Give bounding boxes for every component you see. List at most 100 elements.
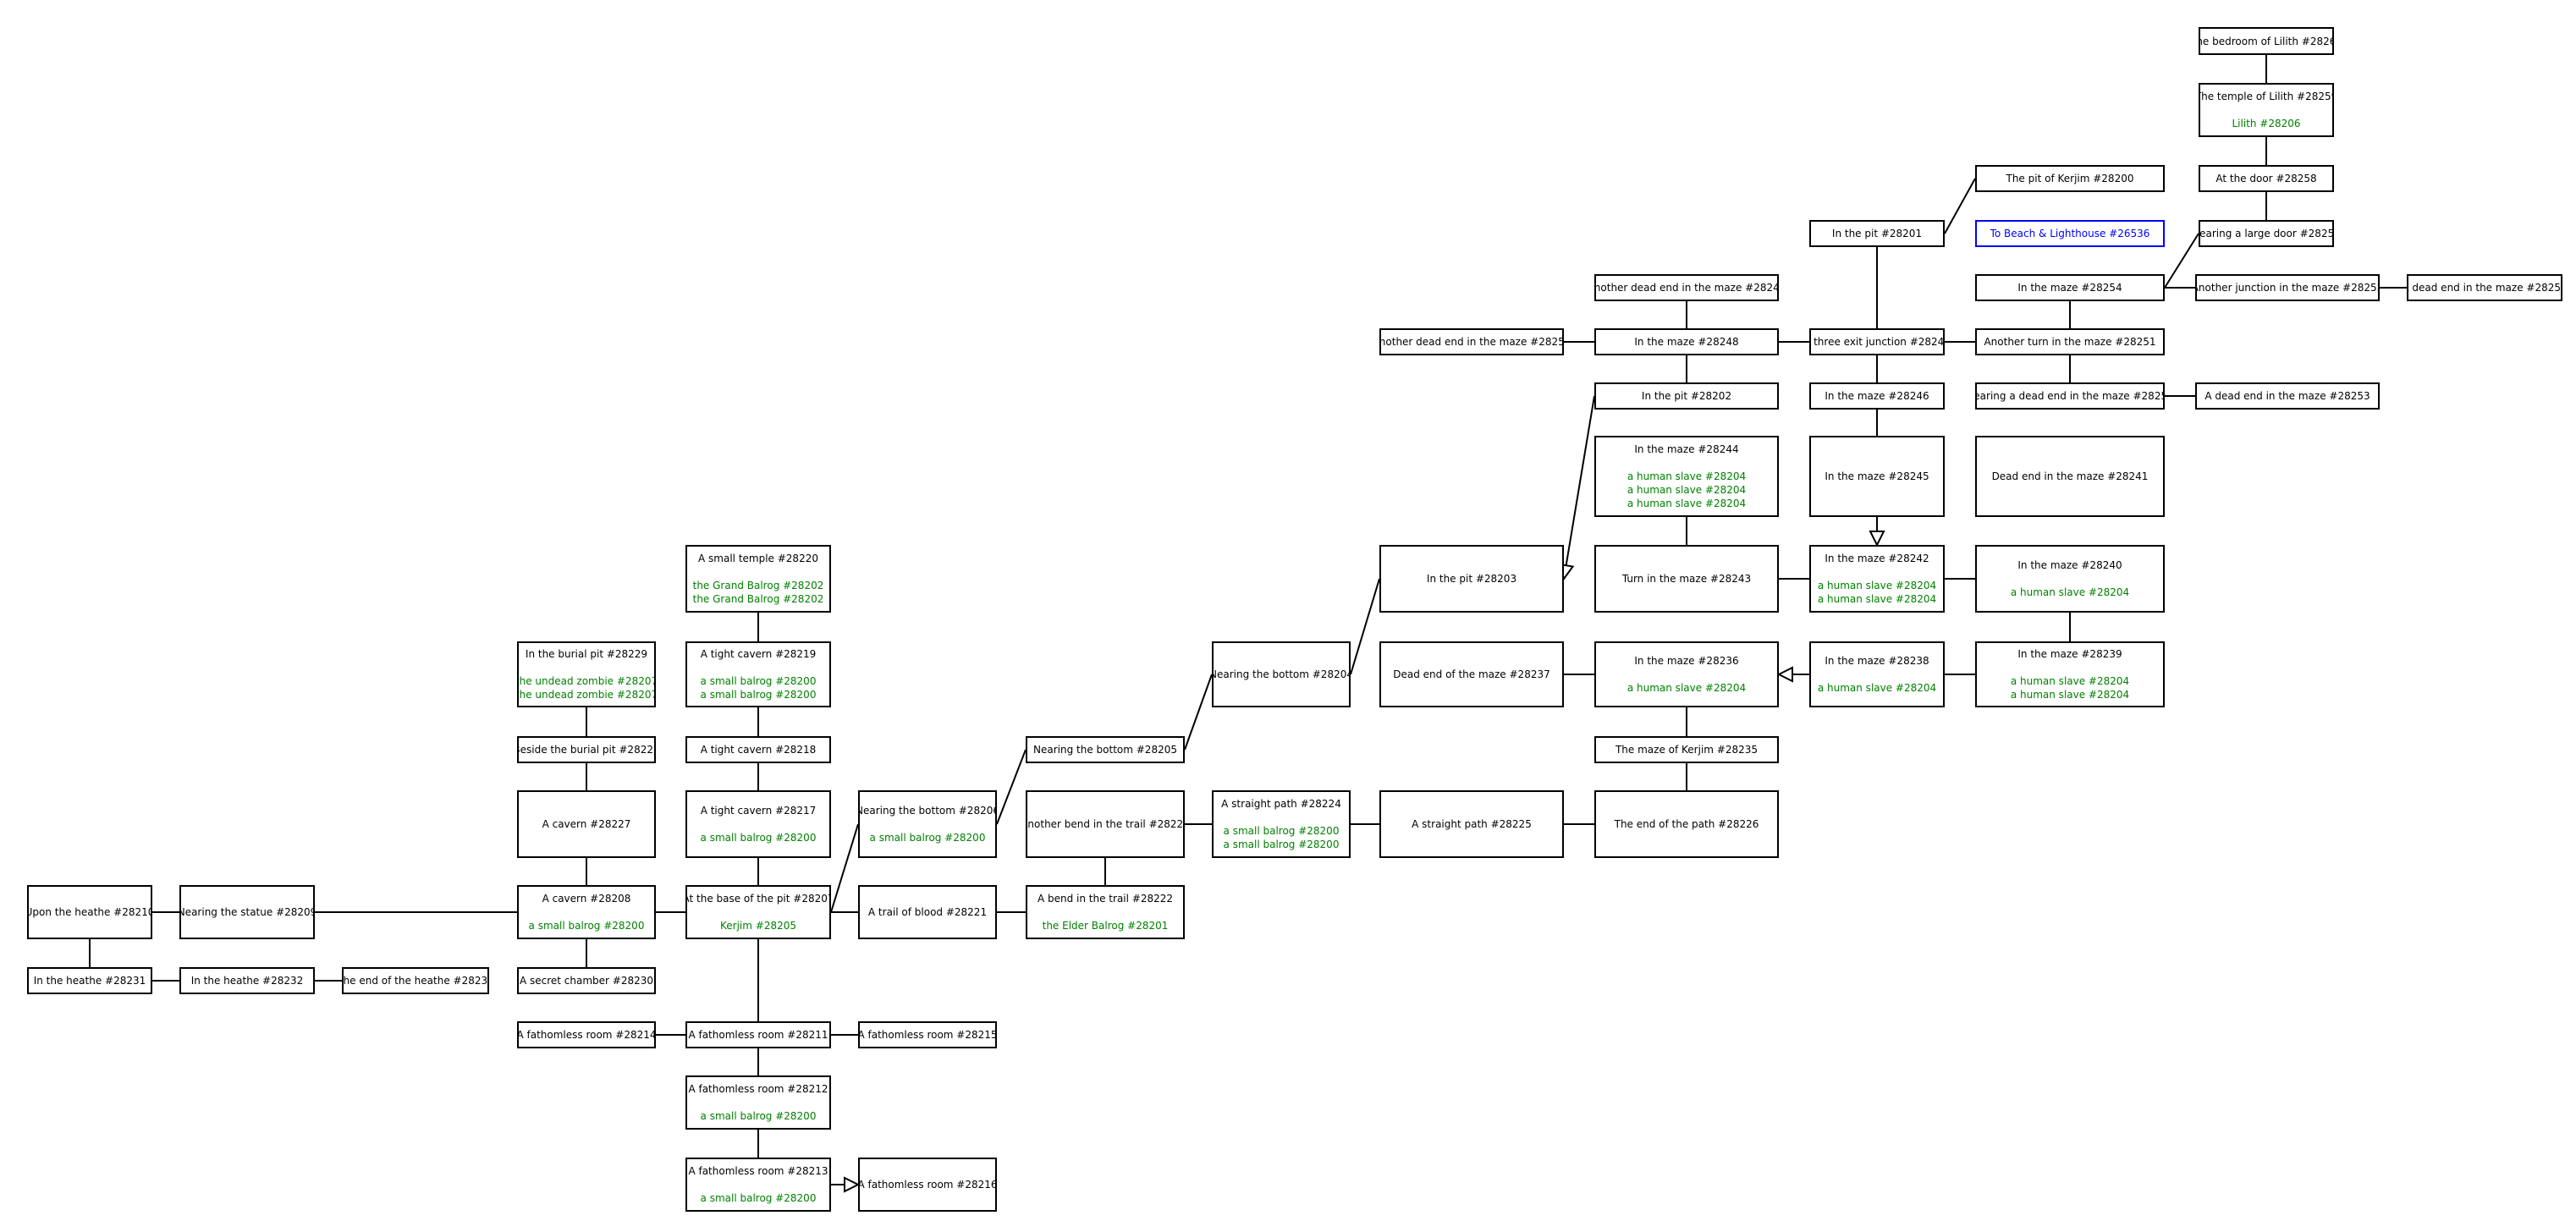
room-title: The bedroom of Lilith #28260: [2200, 35, 2332, 47]
room-28247[interactable]: A three exit junction #28247: [1809, 328, 1945, 355]
room-28200[interactable]: The pit of Kerjim #28200: [1975, 165, 2165, 192]
room-title: In the maze #28246: [1825, 390, 1929, 402]
mob-label: a human slave #28204: [2010, 675, 2130, 687]
room-title: A fathomless room #28211: [688, 1029, 828, 1041]
room-28218[interactable]: A tight cavern #28218: [685, 736, 831, 763]
mob-label: a small balrog #28200: [869, 832, 986, 844]
room-28221[interactable]: A trail of blood #28221: [858, 885, 997, 939]
room-title: In the maze #28254: [2017, 282, 2122, 294]
room-28214[interactable]: A fathomless room #28214: [517, 1021, 656, 1048]
mob-label: a small balrog #28200: [700, 1192, 817, 1204]
mob-label: a human slave #28204: [2010, 689, 2130, 701]
room-28237[interactable]: Dead end of the maze #28237: [1379, 641, 1564, 707]
room-28249[interactable]: Another dead end in the maze #28249: [1594, 274, 1779, 301]
room-title: Beside the burial pit #28228: [517, 744, 656, 756]
room-28204[interactable]: Nearing the bottom #28204: [1212, 641, 1351, 707]
mob-label: a small balrog #28200: [1223, 839, 1340, 850]
room-title: Nearing a large door #28257: [2199, 228, 2334, 239]
room-28230[interactable]: A secret chamber #28230: [517, 967, 656, 994]
mob-label: a human slave #28204: [2010, 586, 2130, 598]
room-title: In the maze #28236: [1634, 655, 1739, 667]
room-title: A secret chamber #28230: [519, 975, 654, 987]
room-28231[interactable]: In the heathe #28231: [27, 967, 152, 994]
room-28203[interactable]: In the pit #28203: [1379, 545, 1564, 613]
room-28255[interactable]: Another junction in the maze #28255: [2195, 274, 2380, 301]
room-28210[interactable]: Upon the heathe #28210: [27, 885, 152, 939]
room-title: Another bend in the trail #28223: [1026, 818, 1185, 830]
room-title: A tight cavern #28217: [700, 805, 817, 817]
room-28257[interactable]: Nearing a large door #28257: [2199, 220, 2334, 247]
room-title: Nearing a dead end in the maze #28252: [1975, 390, 2165, 402]
room-28233[interactable]: The end of the heathe #28233: [342, 967, 489, 994]
room-28245[interactable]: In the maze #28245: [1809, 436, 1945, 517]
room-28209[interactable]: Nearing the statue #28209: [179, 885, 315, 939]
exit-28204-28203: [1350, 578, 1380, 675]
mob-label: a small balrog #28200: [700, 832, 817, 844]
room-title: Nearing the bottom #28206: [858, 805, 997, 817]
room-28246[interactable]: In the maze #28246: [1809, 382, 1945, 410]
room-28205[interactable]: Nearing the bottom #28205: [1026, 736, 1185, 763]
room-28206[interactable]: Nearing the bottom #28206 a small balrog …: [858, 790, 997, 858]
room-28244[interactable]: In the maze #28244 a human slave #28204 a …: [1594, 436, 1779, 517]
room-occupants: a small balrog #28200: [870, 831, 986, 844]
room-title: In the maze #28248: [1634, 336, 1739, 348]
room-title: In the maze #28244: [1634, 443, 1739, 455]
room-28211[interactable]: A fathomless room #28211: [685, 1021, 831, 1048]
room-28258[interactable]: At the door #28258: [2199, 165, 2334, 192]
room-28250[interactable]: Another dead end in the maze #28250: [1379, 328, 1564, 355]
room-28256[interactable]: A dead end in the maze #28256: [2407, 274, 2562, 301]
room-title: A three exit junction #28247: [1809, 336, 1945, 348]
room-28241[interactable]: Dead end in the maze #28241: [1975, 436, 2165, 517]
room-28232[interactable]: In the heathe #28232: [179, 967, 315, 994]
exit-28207-28206: [830, 823, 859, 913]
room-title: Another dead end in the maze #28249: [1594, 282, 1779, 294]
room-28253[interactable]: A dead end in the maze #28253: [2195, 382, 2380, 410]
room-title: In the maze #28238: [1825, 655, 1929, 667]
exit-28200-28201: [1944, 178, 1976, 234]
room-28217[interactable]: A tight cavern #28217 a small balrog #282…: [685, 790, 831, 858]
room-28252[interactable]: Nearing a dead end in the maze #28252: [1975, 382, 2165, 410]
room-title: Nearing the bottom #28205: [1033, 744, 1177, 756]
room-28215[interactable]: A fathomless room #28215: [858, 1021, 997, 1048]
room-28226[interactable]: The end of the path #28226: [1594, 790, 1779, 858]
room-28251[interactable]: Another turn in the maze #28251: [1975, 328, 2165, 355]
room-28243[interactable]: Turn in the maze #28243: [1594, 545, 1779, 613]
room-occupants: a small balrog #28200: [701, 1191, 817, 1205]
room-28260[interactable]: The bedroom of Lilith #28260: [2199, 27, 2334, 55]
room-28248[interactable]: In the maze #28248: [1594, 328, 1779, 355]
room-28254[interactable]: In the maze #28254: [1975, 274, 2165, 301]
room-title: Dead end of the maze #28237: [1393, 668, 1550, 680]
room-28235[interactable]: The maze of Kerjim #28235: [1594, 736, 1779, 763]
room-28227[interactable]: A cavern #28227: [517, 790, 656, 858]
room-28223[interactable]: Another bend in the trail #28223: [1026, 790, 1185, 858]
arrowhead-icon: [1869, 531, 1885, 547]
mob-label: a human slave #28204: [1627, 470, 1747, 482]
mob-label: a human slave #28204: [1817, 593, 1937, 605]
room-28202[interactable]: In the pit #28202: [1594, 382, 1779, 410]
room-26536[interactable]: To Beach & Lighthouse #26536: [1975, 220, 2165, 247]
mob-label: a human slave #28204: [1627, 484, 1747, 496]
room-28216[interactable]: A fathomless room #28216: [858, 1158, 997, 1212]
room-28228[interactable]: Beside the burial pit #28228: [517, 736, 656, 763]
room-28201[interactable]: In the pit #28201: [1809, 220, 1945, 247]
room-28225[interactable]: A straight path #28225: [1379, 790, 1564, 858]
